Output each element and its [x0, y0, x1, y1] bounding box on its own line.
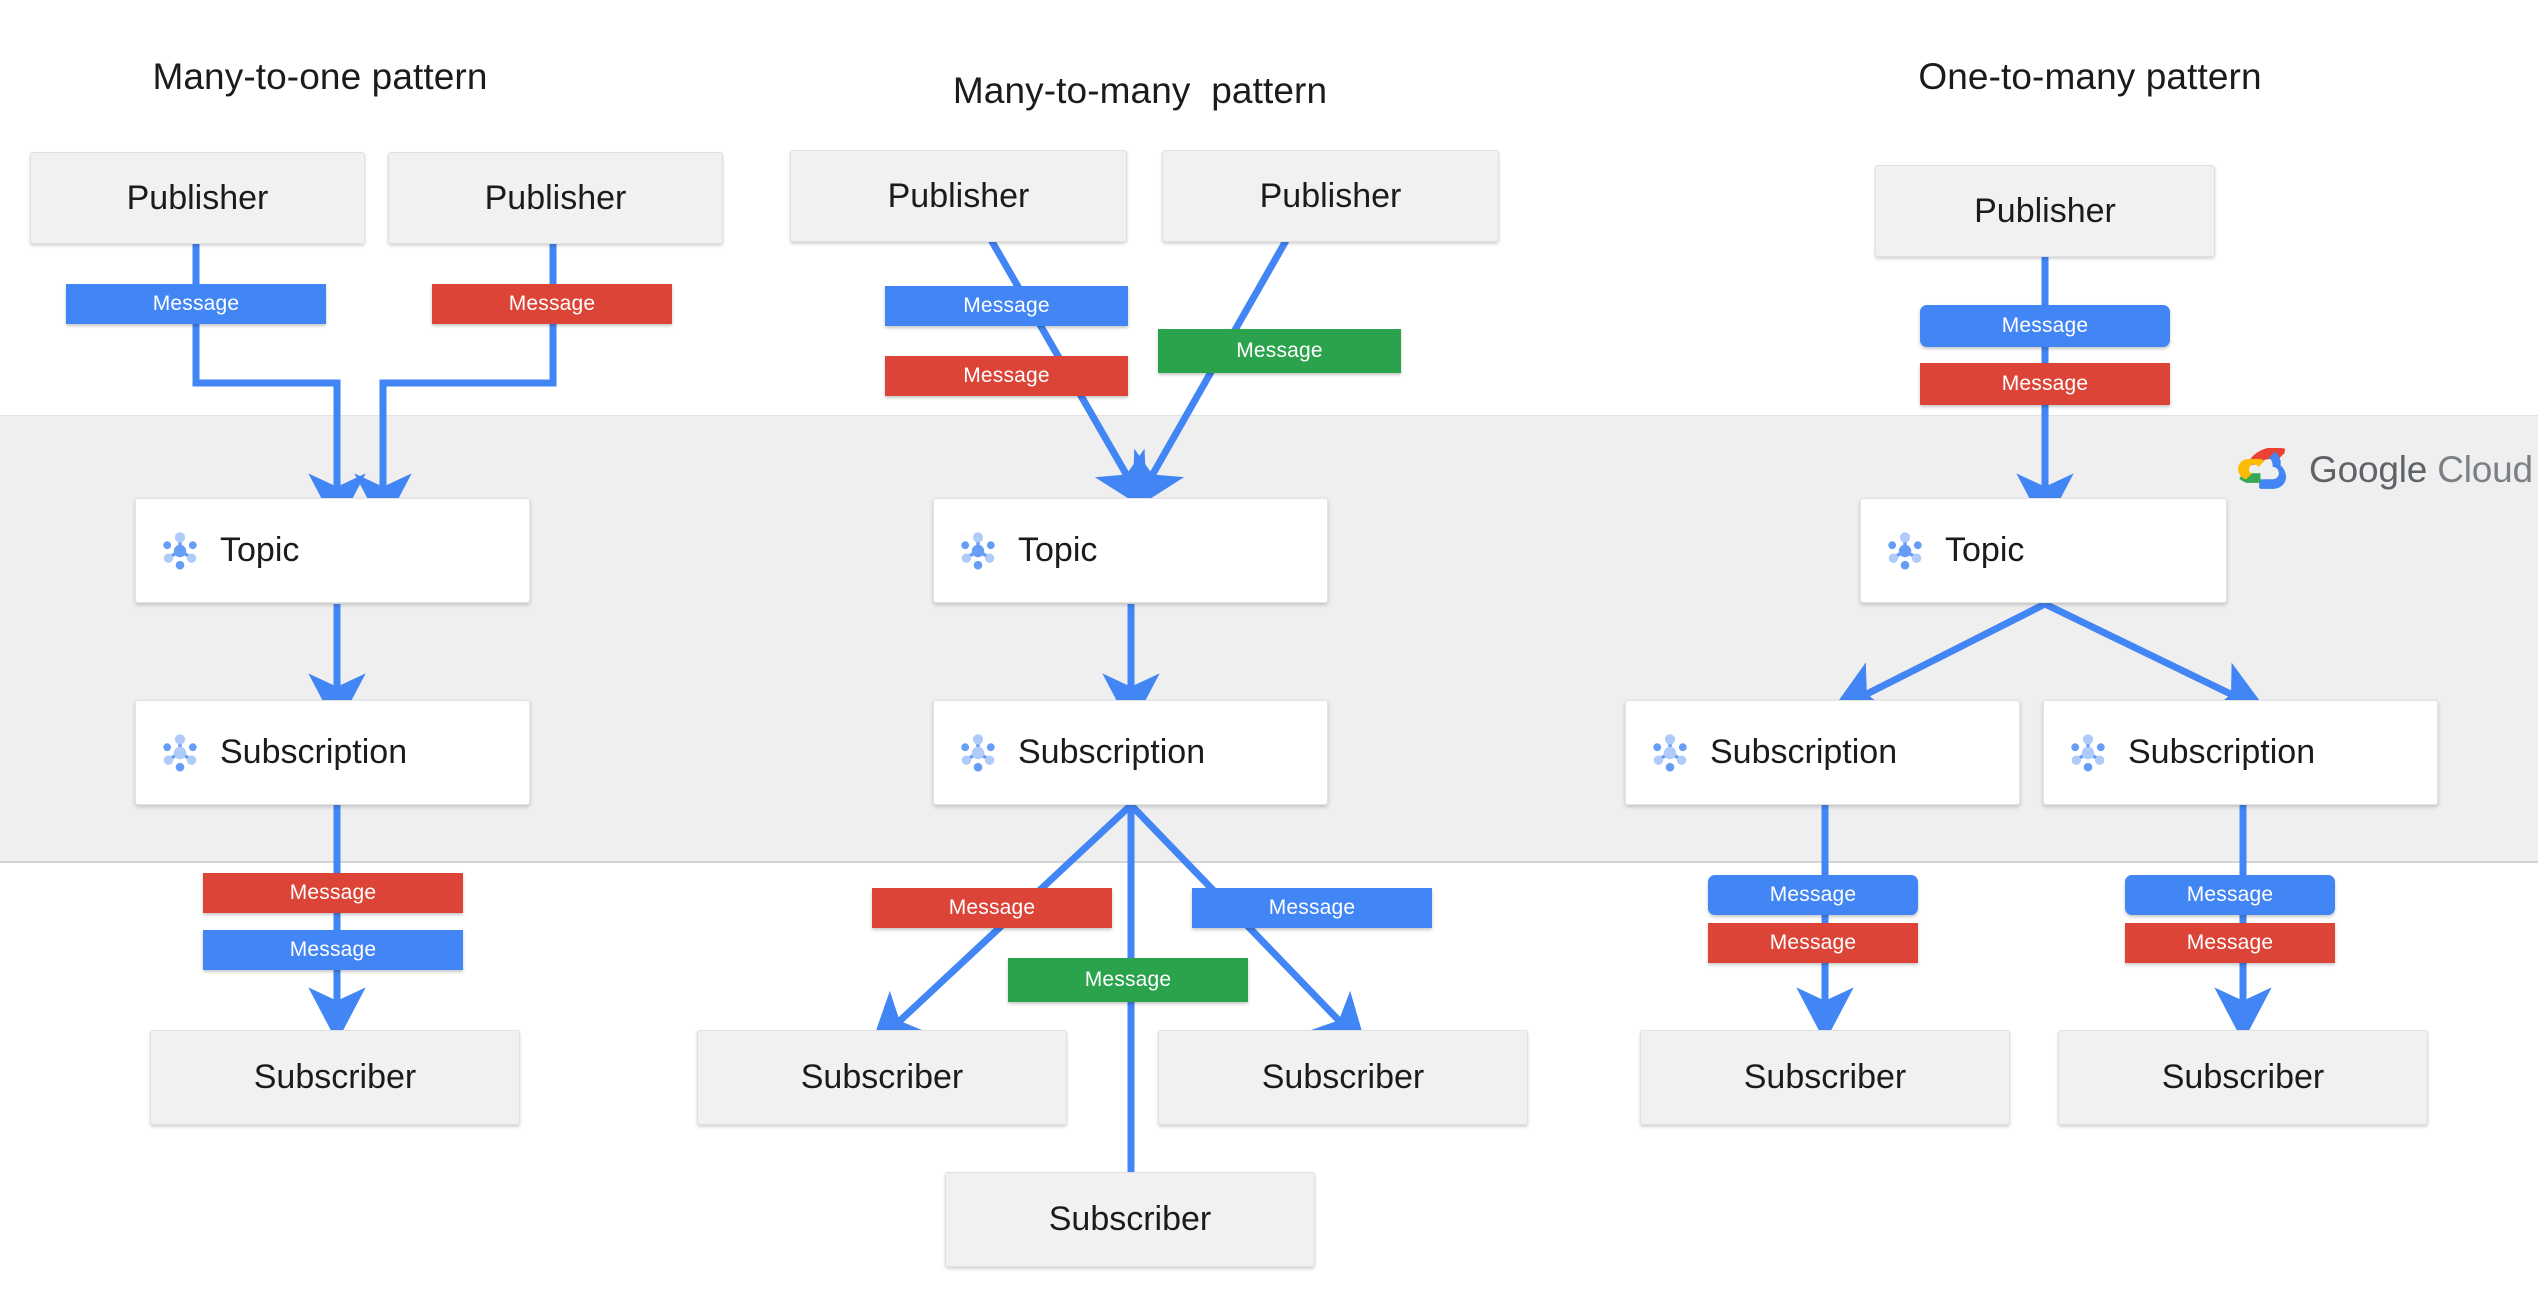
message-chip: Message: [1158, 329, 1401, 373]
publisher-label: Publisher: [484, 178, 627, 217]
message-chip: Message: [1192, 888, 1432, 928]
message-label: Message: [152, 292, 240, 315]
subscription-box[interactable]: Subscription: [1625, 700, 2020, 805]
message-label: Message: [963, 364, 1050, 387]
publisher-label: Publisher: [887, 176, 1030, 215]
message-chip: Message: [872, 888, 1112, 928]
subscriber-box[interactable]: Subscriber: [1640, 1030, 2010, 1125]
topic-box[interactable]: Topic: [933, 498, 1328, 603]
subscription-label: Subscription: [1018, 733, 1206, 771]
message-label: Message: [2186, 883, 2274, 906]
message-chip: Message: [1708, 875, 1918, 915]
google-cloud-lockup: Google Cloud: [2238, 448, 2533, 492]
subscriber-label: Subscriber: [800, 1058, 964, 1096]
subscriber-label: Subscriber: [2161, 1058, 2325, 1096]
panel-title-one-to-many: One-to-many pattern: [1918, 56, 2262, 97]
topic-box[interactable]: Topic: [135, 498, 530, 603]
message-chip: Message: [1920, 305, 2170, 347]
publisher-box[interactable]: Publisher: [388, 152, 723, 244]
message-chip: Message: [885, 286, 1128, 326]
message-label: Message: [289, 881, 377, 904]
subscriber-label: Subscriber: [253, 1058, 417, 1096]
message-chip: Message: [1008, 958, 1248, 1002]
subscription-label: Subscription: [220, 733, 408, 771]
message-chip: Message: [1920, 363, 2170, 405]
subscriber-box[interactable]: Subscriber: [150, 1030, 520, 1125]
cloud-word: Cloud: [2437, 449, 2533, 490]
message-chip: Message: [1708, 923, 1918, 963]
publisher-box[interactable]: Publisher: [1162, 150, 1499, 242]
message-label: Message: [2001, 314, 2089, 337]
message-label: Message: [1268, 896, 1356, 919]
google-cloud-logo: [2238, 448, 2287, 489]
publisher-label: Publisher: [1259, 176, 1402, 215]
google-word: Google: [2309, 449, 2428, 490]
message-label: Message: [508, 292, 596, 315]
subscriber-box[interactable]: Subscriber: [697, 1030, 1067, 1125]
subscription-box[interactable]: Subscription: [933, 700, 1328, 805]
message-chip: Message: [432, 284, 672, 324]
message-chip: Message: [885, 356, 1128, 396]
message-chip: Message: [66, 284, 326, 324]
message-label: Message: [2186, 931, 2274, 954]
pubsub-subscription-icon: [961, 733, 995, 771]
message-label: Message: [1084, 968, 1172, 991]
subscription-label: Subscription: [1710, 733, 1898, 771]
message-label: Message: [963, 294, 1050, 317]
message-label: Message: [1236, 339, 1323, 362]
subscriber-box[interactable]: Subscriber: [945, 1172, 1315, 1267]
pubsub-topic-icon: [961, 531, 995, 569]
publisher-label: Publisher: [1974, 191, 2116, 230]
message-chip: Message: [2125, 875, 2335, 915]
subscription-label: Subscription: [2128, 733, 2316, 771]
message-chip: Message: [2125, 923, 2335, 963]
publisher-label: Publisher: [126, 178, 269, 217]
subscription-box[interactable]: Subscription: [135, 700, 530, 805]
panel-title-many-to-many: Many-to-many pattern: [952, 70, 1328, 111]
pubsub-topic-icon: [163, 531, 197, 569]
publisher-box[interactable]: Publisher: [1875, 165, 2215, 257]
pubsub-topic-icon: [1888, 531, 1922, 569]
message-label: Message: [289, 938, 377, 961]
message-chip: Message: [203, 930, 463, 970]
message-label: Message: [2001, 372, 2089, 395]
subscriber-box[interactable]: Subscriber: [2058, 1030, 2428, 1125]
topic-box[interactable]: Topic: [1860, 498, 2227, 603]
publisher-box[interactable]: Publisher: [30, 152, 365, 244]
subscriber-box[interactable]: Subscriber: [1158, 1030, 1528, 1125]
topic-label: Topic: [1018, 531, 1098, 569]
pubsub-subscription-icon: [2071, 733, 2105, 771]
message-chip: Message: [203, 873, 463, 913]
publisher-box[interactable]: Publisher: [790, 150, 1127, 242]
subscriber-label: Subscriber: [1743, 1058, 1907, 1096]
subscriber-label: Subscriber: [1048, 1200, 1212, 1238]
topic-label: Topic: [1945, 531, 2025, 569]
google-cloud-wordmark: Google Cloud: [2309, 449, 2533, 491]
pubsub-subscription-icon: [1653, 733, 1687, 771]
message-label: Message: [1769, 931, 1857, 954]
message-label: Message: [1769, 883, 1857, 906]
subscriber-label: Subscriber: [1261, 1058, 1425, 1096]
panel-title-many-to-one: Many-to-one pattern: [152, 56, 488, 97]
topic-label: Topic: [220, 531, 300, 569]
subscription-box[interactable]: Subscription: [2043, 700, 2438, 805]
pubsub-subscription-icon: [163, 733, 197, 771]
message-label: Message: [948, 896, 1036, 919]
